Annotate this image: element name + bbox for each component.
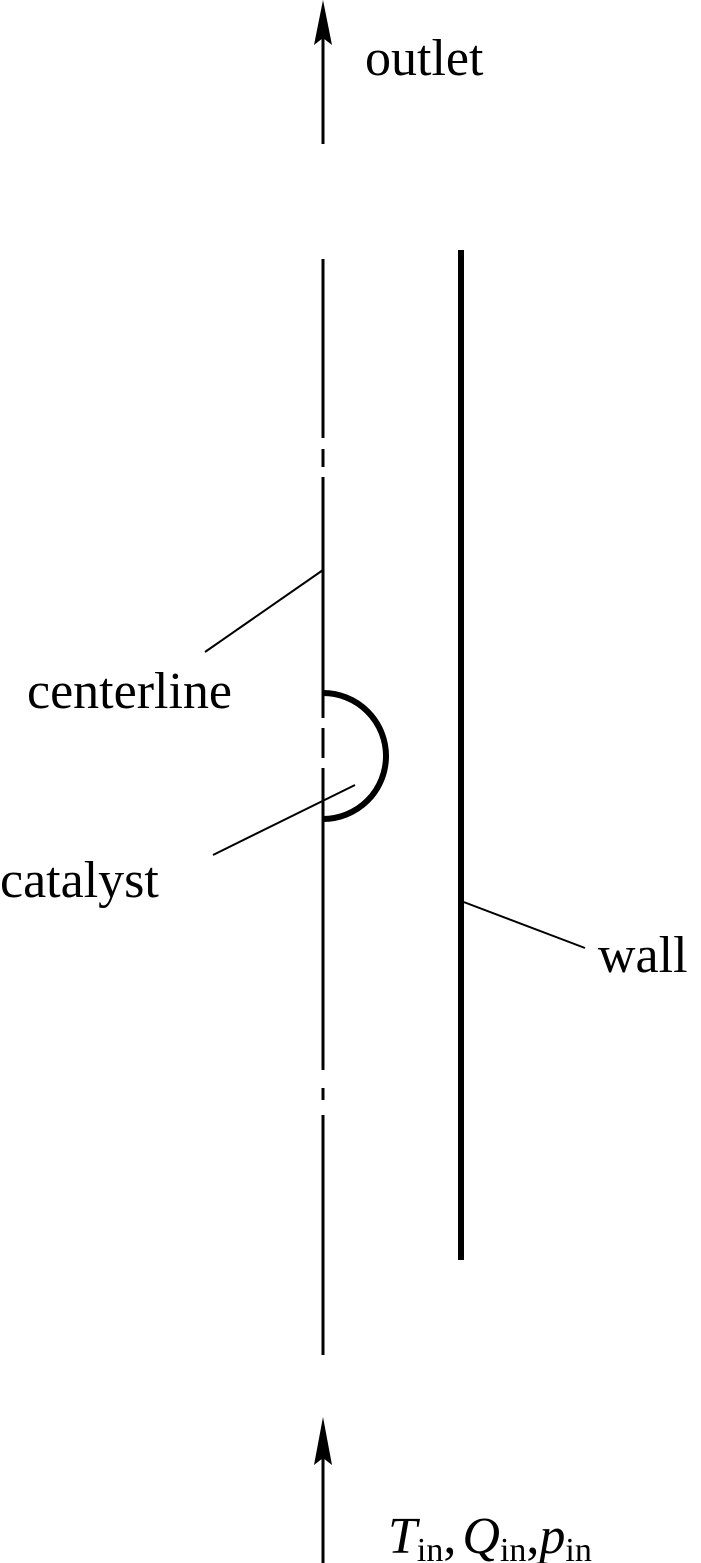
separator: , bbox=[526, 1508, 539, 1563]
subscript: in bbox=[500, 1532, 526, 1563]
centerline-label: centerline bbox=[27, 663, 232, 720]
wall-label: wall bbox=[598, 927, 688, 984]
inlet-flow-symbol: Q bbox=[462, 1508, 500, 1563]
inlet-arrow-head-icon bbox=[314, 1417, 332, 1465]
wall-leader bbox=[460, 900, 586, 949]
outlet-label: outlet bbox=[365, 30, 484, 87]
leader-lines bbox=[204, 569, 586, 949]
outlet-arrow-head-icon bbox=[314, 0, 332, 45]
inlet-conditions-label: Tin,Qin,pin bbox=[388, 1508, 592, 1563]
inlet-pressure-symbol: p bbox=[535, 1508, 565, 1563]
subscript: in bbox=[565, 1532, 591, 1563]
inlet-temperature-symbol: T bbox=[388, 1508, 420, 1563]
subscript: in bbox=[417, 1532, 443, 1563]
catalyst-particle bbox=[322, 690, 389, 822]
catalyst-leader bbox=[212, 784, 356, 856]
catalyst-label: catalyst bbox=[0, 852, 159, 909]
separator: , bbox=[443, 1508, 456, 1563]
centerline-leader bbox=[204, 569, 324, 653]
